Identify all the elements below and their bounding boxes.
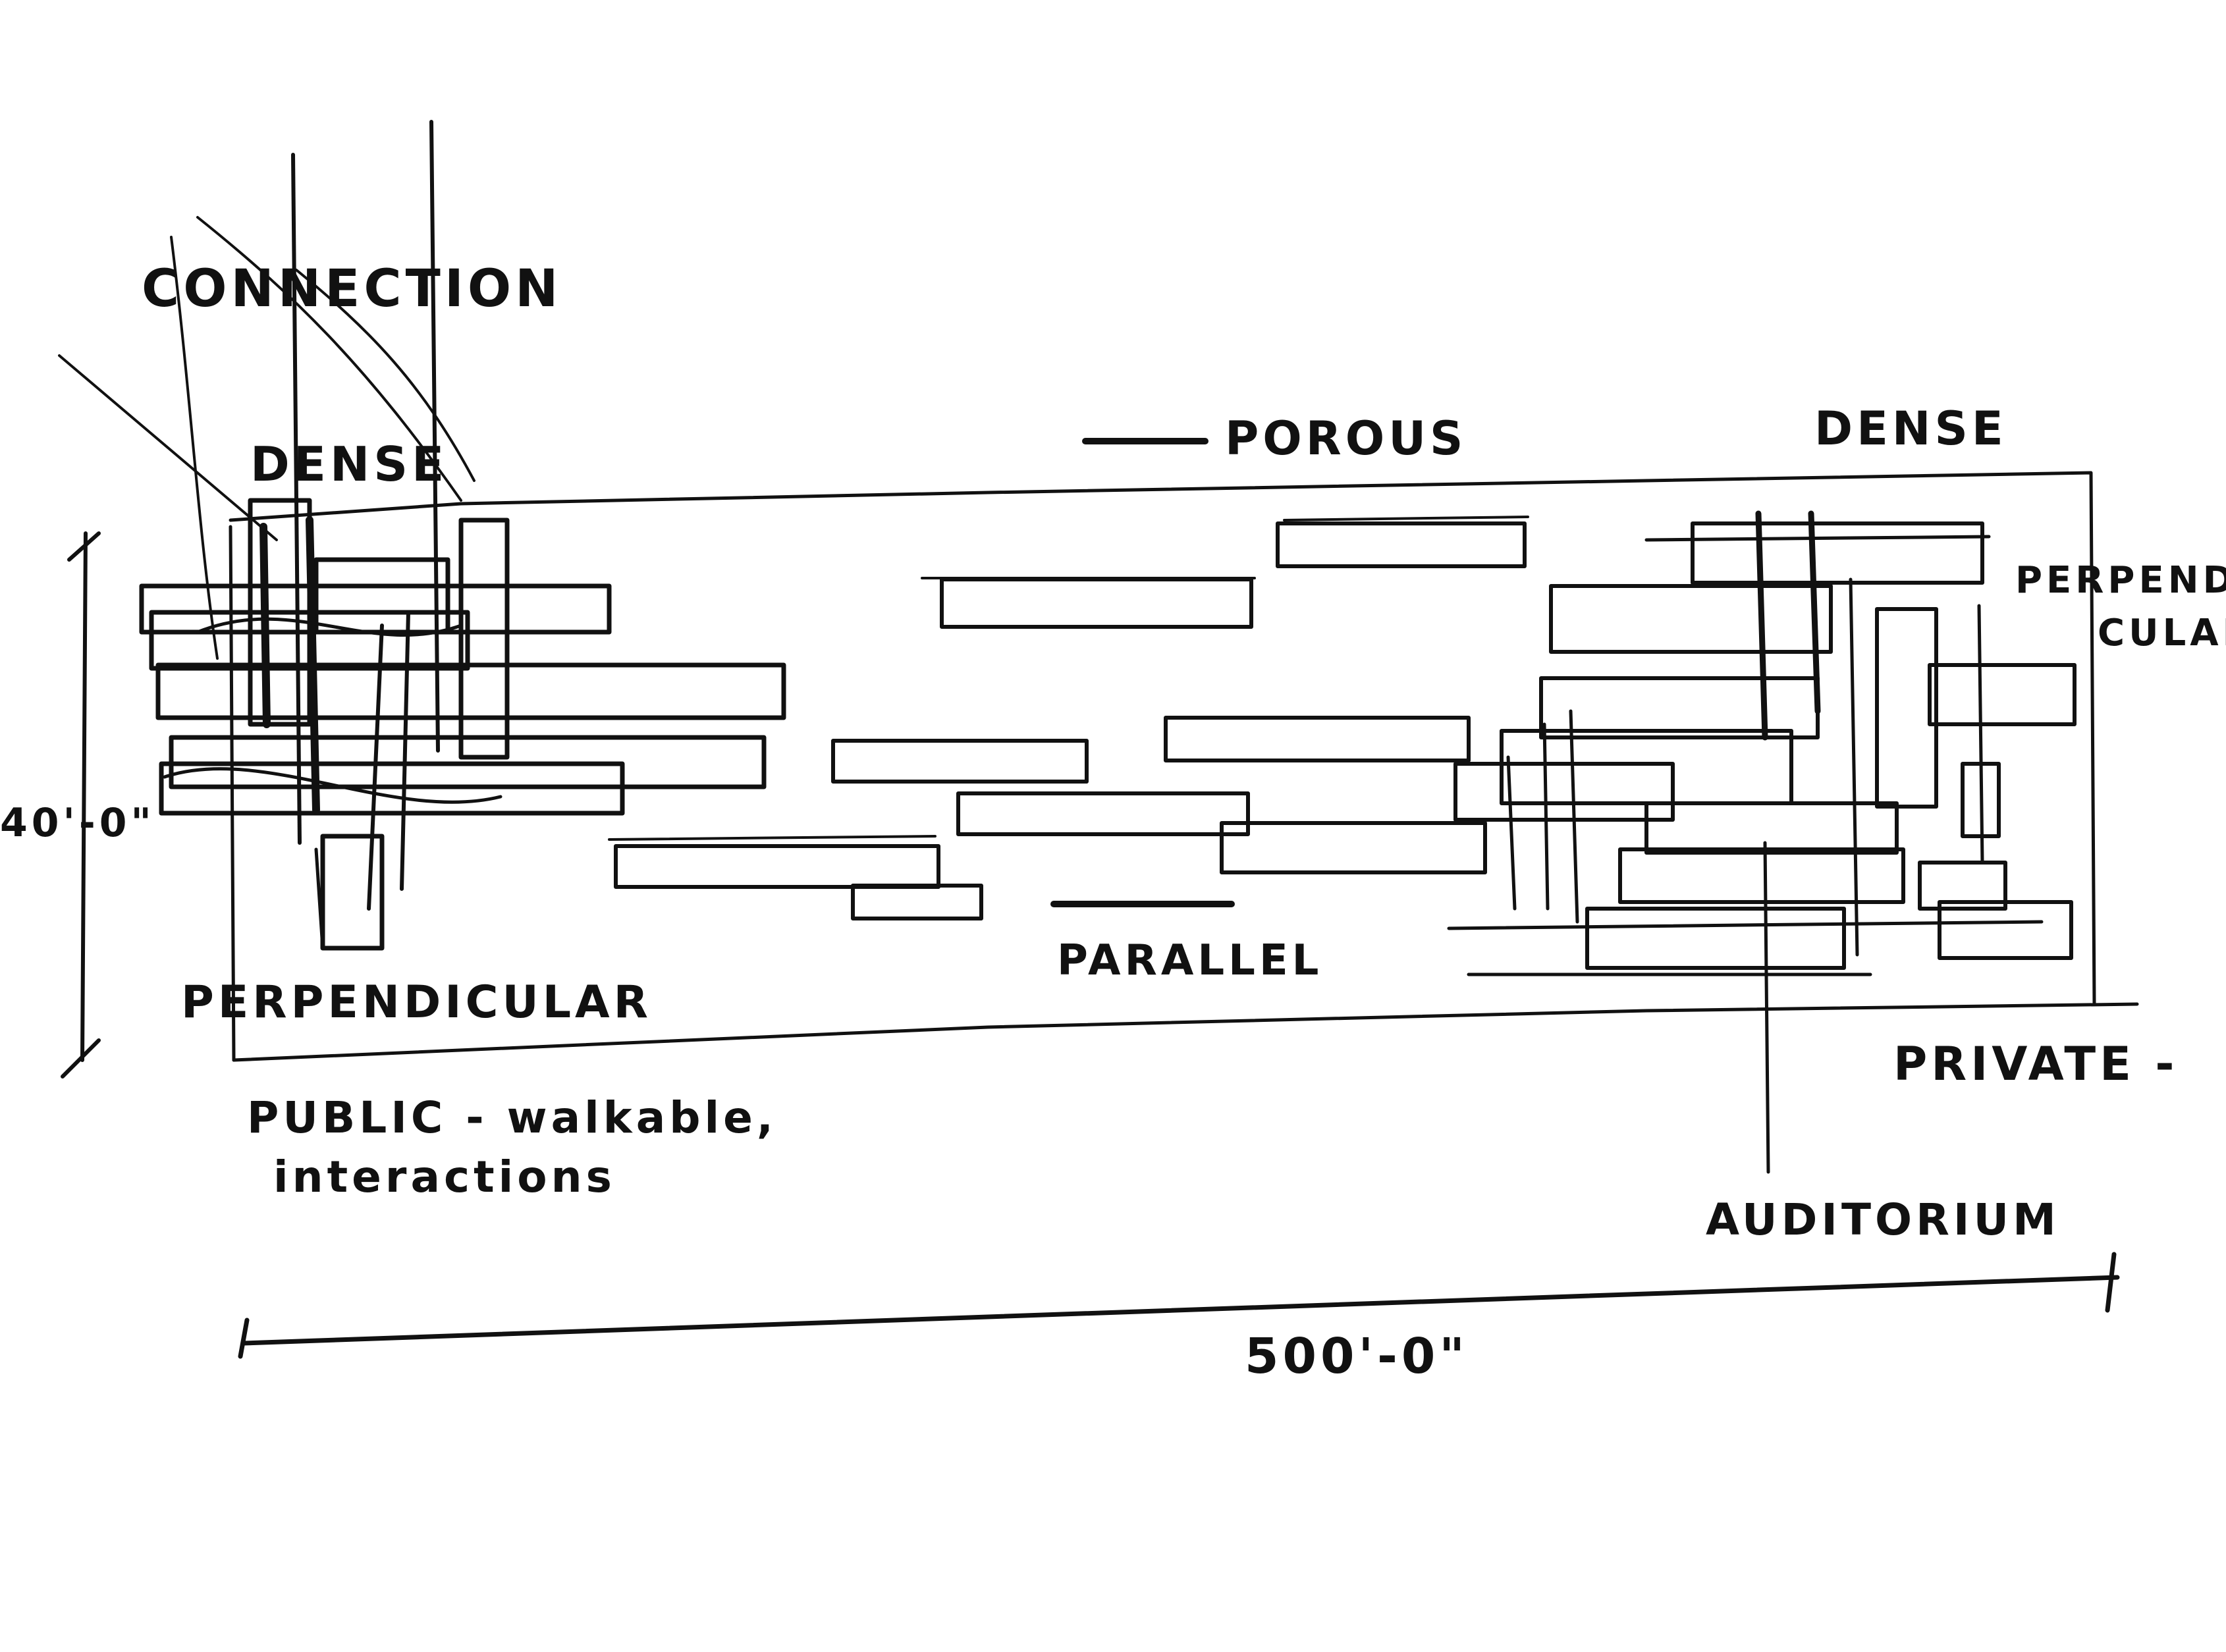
label-public-line1: PUBLIC - walkable, — [247, 1092, 777, 1143]
label-perpendicular-left: PERPENDICULAR — [181, 976, 652, 1028]
label-auditorium: AUDITORIUM — [1706, 1194, 2060, 1245]
auditorium-pointer — [1763, 841, 1770, 1174]
label-perpendicular-right-2: CULAR — [2098, 612, 2226, 654]
site-outline — [229, 471, 2139, 1062]
porous-middle-blocks — [608, 516, 1529, 920]
strikethrough-marks — [1050, 438, 1235, 907]
label-public-line2: interactions — [273, 1152, 616, 1202]
connection-lines — [58, 120, 475, 845]
label-porous: POROUS — [1225, 412, 1467, 466]
height-dimension-line — [61, 531, 101, 1079]
width-dimension-line — [238, 1252, 2120, 1359]
label-parallel: PARALLEL — [1057, 936, 1322, 985]
label-connection: CONNECTION — [142, 259, 562, 319]
label-perpendicular-right-1: PERPENDI- — [2015, 559, 2226, 602]
dense-left-cluster — [139, 498, 786, 951]
dense-right-cluster — [1447, 510, 2077, 976]
label-dense-right: DENSE — [1814, 402, 2007, 456]
label-dense-left: DENSE — [250, 437, 448, 492]
label-height-dimension: 40'-0" — [0, 800, 155, 846]
label-private: PRIVATE - — [1893, 1037, 2178, 1091]
label-width-dimension: 500'-0" — [1245, 1328, 1469, 1385]
